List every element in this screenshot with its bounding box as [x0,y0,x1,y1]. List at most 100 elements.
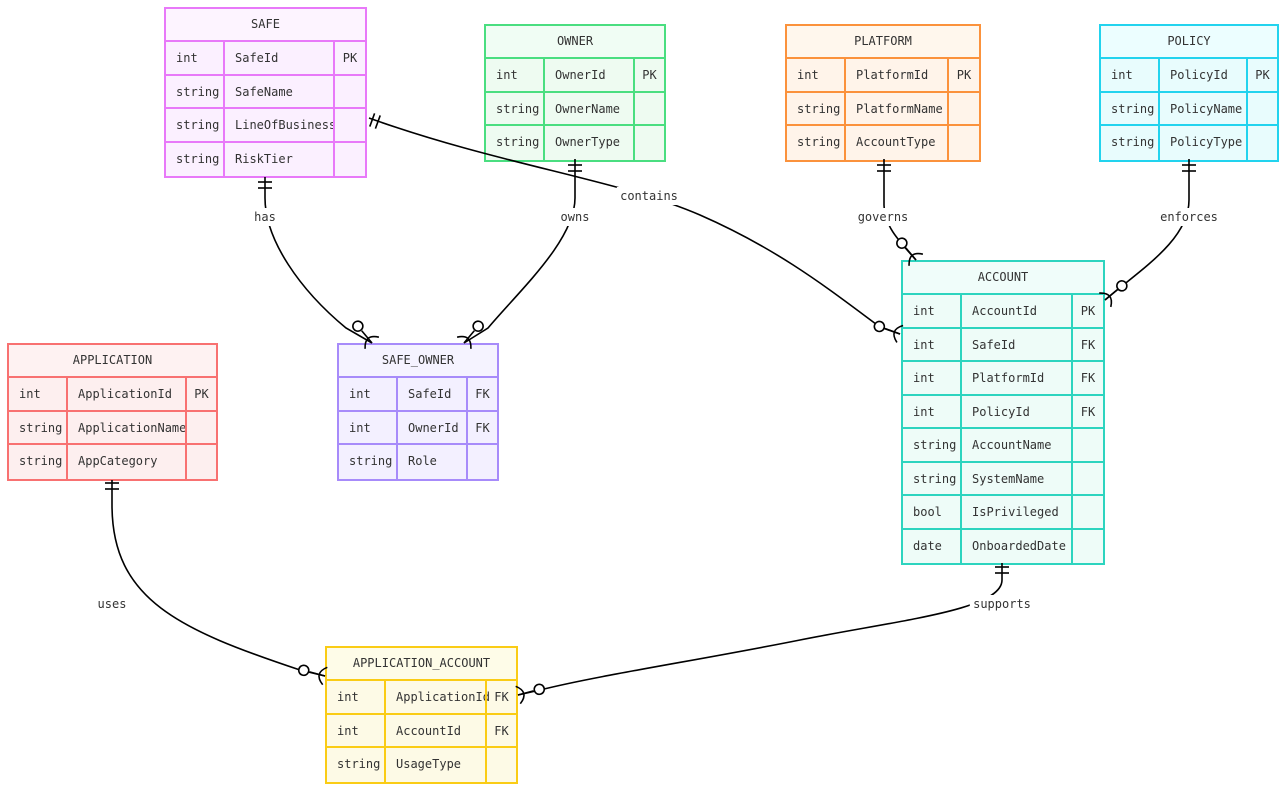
attribute-key [1246,126,1277,160]
cardinality-exactly-one-marker [258,181,272,189]
attribute-type: string [349,454,393,468]
attribute-key: FK [1071,395,1103,427]
cardinality-exactly-one-marker [105,482,119,490]
attribute-name: OnboardedDate [960,529,1071,563]
attribute-type: string [1111,101,1155,116]
attribute-key [185,411,216,443]
attribute-type: string [337,757,381,771]
relationship-label-background [854,208,912,226]
attribute-key [1071,429,1103,461]
attribute-name: OwnerType [543,126,633,160]
cardinality-zero-or-many-marker [456,320,484,349]
relationship-label-background [251,208,279,226]
attribute-key [1071,529,1103,563]
attribute-name: ApplicationId [66,378,185,410]
entity-title: OWNER [486,26,664,59]
attribute-type: int [349,420,371,435]
attribute-name: ApplicationId [384,681,490,713]
attribute-key [633,126,664,160]
relationship-line [264,177,373,344]
attribute-key: FK [485,714,516,746]
attribute-type: string [913,471,957,486]
attribute-type: string [913,438,957,452]
relationship-label-background [1156,208,1222,226]
attribute-key [466,445,497,479]
relationship-line [368,117,901,335]
entity-title: POLICY [1101,26,1277,59]
attribute-type: string [496,135,540,149]
entity-title: PLATFORM [787,26,979,59]
attribute-name: SafeId [960,328,1071,360]
relationship-supports: supports [515,563,1035,705]
attribute-key: PK [185,378,216,410]
attribute-key [185,445,216,479]
relationship-line [517,563,1003,696]
attribute-name: LineOfBusiness [223,109,336,141]
attribute-key: FK [1071,362,1103,394]
cardinality-exactly-one-marker [369,113,381,129]
relationship-governs: governs [854,159,924,266]
attribute-type: string [1111,135,1155,149]
attribute-name: AccountId [960,295,1071,327]
attribute-type: string [797,135,841,149]
attribute-type: int [496,68,518,82]
attribute-name: SafeId [396,378,466,410]
attribute-key [1246,92,1277,124]
attribute-key: FK [466,378,497,410]
relationship-uses: uses [94,480,328,686]
attribute-name: SafeId [223,42,333,74]
attribute-type: int [19,387,41,401]
attribute-type: int [176,51,198,65]
attribute-key [485,748,516,782]
attribute-type: int [337,690,359,704]
attribute-key [947,92,979,124]
attribute-key: FK [466,411,497,443]
attribute-key [333,142,365,176]
attribute-name: UsageType [384,748,485,782]
entity-title: APPLICATION_ACCOUNT [327,648,516,681]
attribute-type: int [913,371,935,385]
attribute-key: PK [333,42,365,74]
attribute-type: int [913,337,935,352]
cardinality-exactly-one-marker [877,164,891,172]
relationship-label-background [94,595,130,613]
attribute-key: PK [633,59,664,91]
attribute-type: int [349,387,371,401]
relationship-has: has [251,177,380,349]
cardinality-zero-or-many-marker [297,664,328,686]
attribute-name: PlatformName [844,92,947,124]
attribute-key [1071,496,1103,528]
attribute-type: string [176,84,220,99]
attribute-type: string [19,454,63,468]
attribute-type: date [913,538,942,553]
attribute-name: SystemName [960,462,1071,494]
relationship-line [1104,159,1190,301]
attribute-key [333,75,365,107]
attribute-type: string [19,420,63,435]
attribute-name: PolicyId [1158,59,1246,91]
cardinality-zero-or-many-marker [1099,280,1128,308]
attribute-name: AppCategory [66,445,185,479]
attribute-name: PolicyType [1158,126,1246,160]
